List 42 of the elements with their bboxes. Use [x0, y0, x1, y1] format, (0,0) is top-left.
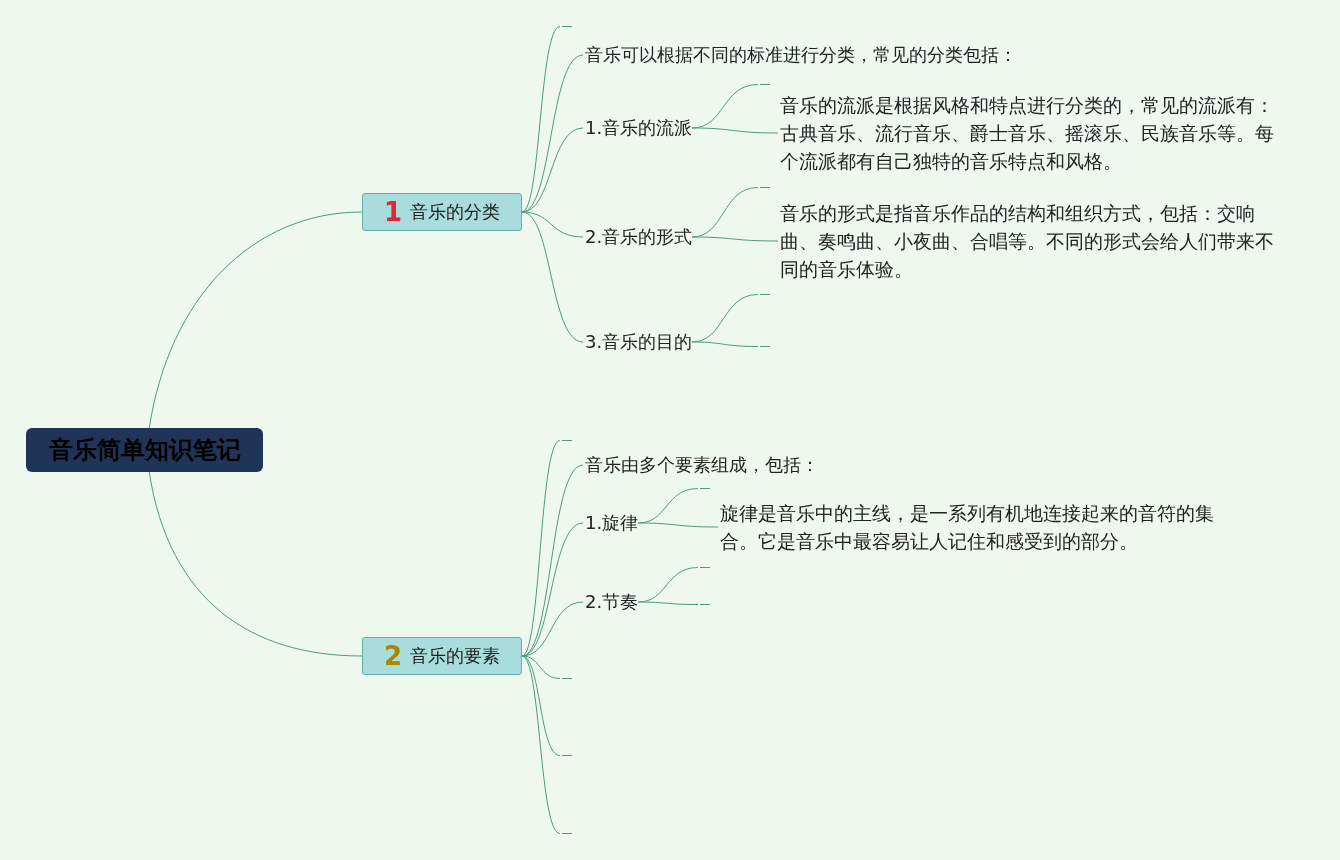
branch-line	[148, 211, 363, 429]
branch-line	[691, 341, 759, 347]
subtopic-text: 3.音乐的目的	[585, 331, 693, 353]
subtopic-text: 1.音乐的流派	[585, 117, 693, 139]
topic-label: 音乐的要素	[410, 645, 501, 667]
empty-topic-line	[700, 604, 710, 605]
empty-topic-line	[562, 833, 572, 834]
subtopic-text: 2.节奏	[585, 591, 639, 613]
branch-line	[691, 127, 779, 134]
priority-marker: 2	[383, 642, 403, 670]
branch-line	[691, 236, 779, 242]
branch-line	[521, 440, 561, 657]
empty-topic-line	[760, 294, 770, 295]
note-text: 音乐的形式是指音乐作品的结构和组织方式，包括：交响曲、奏鸣曲、小夜曲、合唱等。不同的形式会给人们带来不同的音乐体验。	[780, 199, 1285, 283]
empty-topic-line	[700, 567, 710, 568]
branch-line	[637, 522, 719, 528]
empty-topic-line	[760, 346, 770, 347]
topic-label: 音乐的分类	[410, 201, 501, 223]
branch-line	[637, 601, 699, 605]
branch-line	[521, 26, 561, 213]
topic-box	[362, 637, 522, 675]
branch-line	[521, 655, 561, 679]
empty-topic-line	[562, 678, 572, 679]
note-text: 音乐的流派是根据风格和特点进行分类的，常见的流派有：古典音乐、流行音乐、爵士音乐、摇滚乐、民族音乐等。每个流派都有自己独特的音乐特点和风格。	[780, 91, 1285, 175]
subtopic-text: 1.旋律	[585, 512, 639, 534]
empty-topic-line	[562, 440, 572, 441]
subtopic-text: 音乐由多个要素组成，包括：	[585, 454, 819, 476]
root-topic-box: 音乐简单知识笔记	[26, 428, 263, 472]
subtopic-text: 2.音乐的形式	[585, 226, 693, 248]
empty-topic-line	[562, 755, 572, 756]
branch-line	[521, 211, 584, 238]
branch-line	[521, 211, 584, 343]
priority-marker: 1	[383, 198, 403, 226]
branch-line	[148, 471, 363, 657]
note-text: 旋律是音乐中的主线，是一系列有机地连接起来的音符的集合。它是音乐中最容易让人记住和感受到的部分。	[720, 499, 1230, 555]
empty-topic-line	[760, 84, 770, 85]
topic-box	[362, 193, 522, 231]
branch-line	[521, 655, 561, 834]
empty-topic-line	[700, 488, 710, 489]
subtopic-text: 音乐可以根据不同的标准进行分类，常见的分类包括：	[585, 44, 1017, 66]
empty-topic-line	[562, 26, 572, 27]
empty-topic-line	[760, 187, 770, 188]
